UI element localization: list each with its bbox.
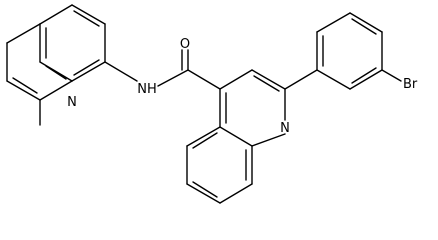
amide-nh-label: NH	[137, 82, 157, 97]
methylquinoline-fragment	[6, 4, 138, 126]
oxygen-label: O	[180, 37, 190, 52]
bromine-label: Br	[403, 77, 418, 92]
atom-labels: O NH N N Br	[67, 37, 418, 136]
central-quinoline-fragment	[186, 69, 318, 204]
structure-svg: O NH N N Br	[6, 4, 418, 204]
bonds	[6, 4, 402, 204]
quinoline-n-label: N	[280, 121, 290, 136]
bromophenyl-fragment	[316, 12, 402, 90]
molecule-diagram: O NH N N Br	[6, 4, 418, 204]
methylquinoline-n-label: N	[67, 95, 77, 110]
amide-group	[157, 49, 221, 90]
